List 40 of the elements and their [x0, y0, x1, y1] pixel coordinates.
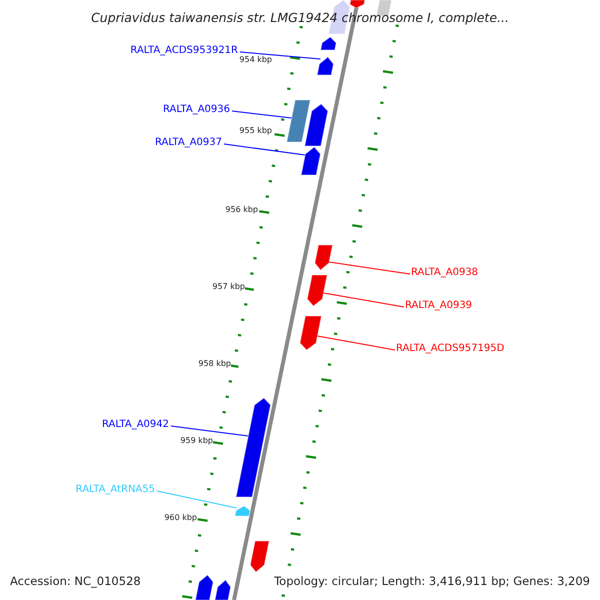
gene-feature	[286, 100, 311, 142]
leader-line	[170, 426, 249, 436]
info-text: Topology: circular; Length: 3,416,911 bp; Genes: 3,209	[274, 576, 590, 588]
gene-label: RALTA_A0942	[102, 420, 169, 430]
gene-label: RALTA_AtRNA55	[76, 485, 155, 495]
gene-feature	[316, 56, 334, 76]
leader-line	[232, 110, 292, 118]
gene-label: RALTA_ACDS953921R	[130, 46, 238, 56]
gene-feature	[349, 0, 366, 9]
gene-feature	[214, 579, 232, 600]
gene-label: RALTA_A0938	[411, 268, 478, 278]
gene-feature	[306, 274, 328, 307]
leader-line	[240, 52, 321, 60]
gene-feature	[304, 103, 328, 146]
position-label: 954 kbp	[239, 56, 272, 64]
leader-line	[328, 262, 410, 274]
gene-feature	[320, 36, 337, 50]
gene-feature	[194, 574, 214, 600]
position-label: 958 kbp	[198, 360, 231, 368]
position-label: 959 kbp	[180, 437, 213, 445]
gene-feature	[250, 540, 270, 573]
gene-feature	[236, 397, 272, 498]
leader-line	[156, 490, 238, 508]
position-label: 956 kbp	[225, 206, 258, 214]
leader-line	[316, 336, 396, 350]
position-label: 957 kbp	[212, 283, 245, 291]
position-label: 955 kbp	[239, 127, 272, 135]
map-title: Cupriavidus taiwanensis str. LMG19424 chromosome I, complete...	[90, 12, 510, 24]
gene-feature	[234, 505, 251, 516]
gene-label: RALTA_A0939	[405, 301, 472, 311]
gene-label: RALTA_ACDS957195D	[396, 344, 504, 354]
leader-line	[323, 292, 404, 308]
gene-label: RALTA_A0936	[162, 105, 230, 115]
gene-feature	[299, 316, 322, 351]
gene-feature	[300, 146, 321, 176]
gene-label: RALTA_A0937	[154, 138, 222, 148]
leader-line	[224, 144, 306, 156]
gene-feature	[314, 244, 334, 271]
position-label: 960 kbp	[164, 514, 197, 522]
info-text: Accession: NC_010528	[10, 576, 141, 588]
